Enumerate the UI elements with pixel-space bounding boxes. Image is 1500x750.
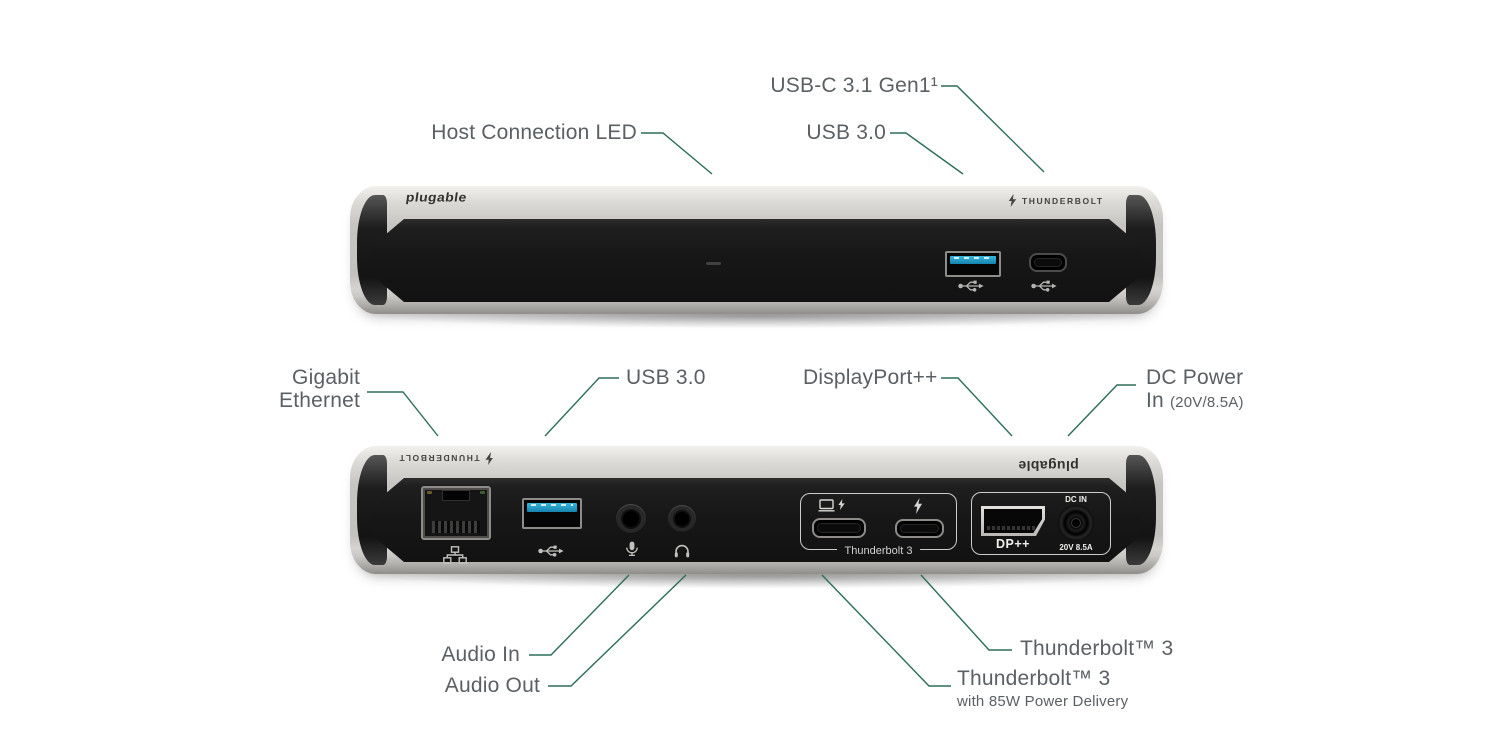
- callout-host-connection-led: Host Connection LED: [431, 121, 637, 144]
- plugable-logo: plugable: [1018, 458, 1079, 474]
- callout-dc-line2: In (20V/8.5A): [1146, 389, 1244, 414]
- callout-usb-c: USB-C 3.1 Gen1¹: [770, 74, 938, 97]
- leader-line-usb30-front: [890, 132, 964, 175]
- thunderbolt-badge: THUNDERBOLT: [1008, 194, 1104, 207]
- callout-thunderbolt3-pd: Thunderbolt™ 3 with 85W Power Delivery: [957, 667, 1128, 710]
- thunderbolt3-port: [895, 519, 944, 538]
- thunderbolt3-port-group: Thunderbolt 3: [800, 493, 957, 557]
- callout-dc-power: DC Power In (20V/8.5A): [1146, 366, 1244, 414]
- usb-a-port-front: [945, 251, 1001, 277]
- leader-line-dc-power: [1067, 384, 1136, 437]
- plugable-logo: plugable: [404, 189, 468, 205]
- dc-in-label: DC IN: [1065, 495, 1087, 504]
- callout-tb3pd-line1: Thunderbolt™ 3: [957, 667, 1111, 690]
- host-connection-led: [706, 262, 721, 265]
- dp-port-label: DP++: [996, 537, 1030, 551]
- ethernet-port: [421, 486, 491, 540]
- callout-gigabit-line2: Ethernet: [279, 389, 360, 412]
- callout-usb30-front: USB 3.0: [806, 121, 886, 144]
- audio-in-jack: [616, 504, 646, 534]
- leader-line-displayport: [941, 377, 1013, 437]
- thunderbolt-badge: THUNDERBOLT: [398, 452, 494, 465]
- network-icon: [443, 546, 467, 564]
- displayport-port: [981, 506, 1045, 536]
- callout-gigabit-line1: Gigabit: [292, 366, 360, 389]
- leader-line-thunderbolt3-pd: [821, 574, 951, 687]
- callout-dc-in-word: In: [1146, 389, 1164, 412]
- leader-line-usb30-back: [544, 377, 619, 437]
- leader-line-gigabit-ethernet: [367, 391, 439, 437]
- thunderbolt-logo-icon: [485, 452, 493, 465]
- thunderbolt3-group-label: Thunderbolt 3: [836, 545, 921, 557]
- dc-spec-label: 20V 8.5A: [1059, 543, 1093, 552]
- leader-line-usb-c: [941, 85, 1045, 173]
- callout-audio-out: Audio Out: [444, 674, 540, 697]
- callout-dc-line1: DC Power: [1146, 366, 1244, 389]
- displayport-dc-group: DP++ DC IN 20V 8.5A: [971, 492, 1111, 555]
- microphone-icon: [626, 541, 638, 557]
- thunderbolt3-port-host: [812, 518, 866, 538]
- dock-front-view: plugable THUNDERBOLT: [350, 186, 1163, 314]
- dock-front-face: [372, 219, 1141, 302]
- headphones-icon: [674, 544, 690, 558]
- callout-usb30-back: USB 3.0: [626, 366, 706, 389]
- callout-thunderbolt3: Thunderbolt™ 3: [1020, 637, 1174, 660]
- thunderbolt-badge-text: THUNDERBOLT: [1022, 195, 1104, 206]
- usb-icon: [538, 545, 564, 557]
- audio-out-jack: [668, 505, 696, 533]
- ethernet-led-link: [480, 491, 485, 494]
- usb-a-tongue: [950, 256, 996, 264]
- dc-in-jack: [1058, 505, 1094, 541]
- callout-dc-spec: (20V/8.5A): [1169, 394, 1244, 411]
- callout-tb3pd-line2: with 85W Power Delivery: [957, 693, 1129, 710]
- leader-line-audio-out: [548, 574, 687, 687]
- callout-gigabit-ethernet: Gigabit Ethernet: [230, 366, 360, 412]
- laptop-bolt-icon: [818, 499, 845, 512]
- displayport-inner: [984, 509, 1042, 533]
- ethernet-contacts: [432, 521, 480, 533]
- usb-icon: [958, 280, 984, 292]
- usb-c-port-front: [1029, 253, 1067, 272]
- thunderbolt-logo-icon: [1008, 194, 1017, 207]
- callout-audio-in: Audio In: [441, 643, 520, 666]
- usb-a-port-back: [522, 498, 582, 529]
- ethernet-led-activity: [427, 491, 432, 494]
- dock-back-view: THUNDERBOLT plugable: [350, 446, 1163, 574]
- thunderbolt-badge-text: THUNDERBOLT: [398, 453, 480, 464]
- callout-displayport: DisplayPort++: [803, 366, 938, 389]
- usb-icon: [1031, 280, 1057, 292]
- ethernet-clip: [442, 490, 470, 501]
- bolt-icon: [914, 498, 922, 514]
- usb-a-tongue: [527, 503, 577, 512]
